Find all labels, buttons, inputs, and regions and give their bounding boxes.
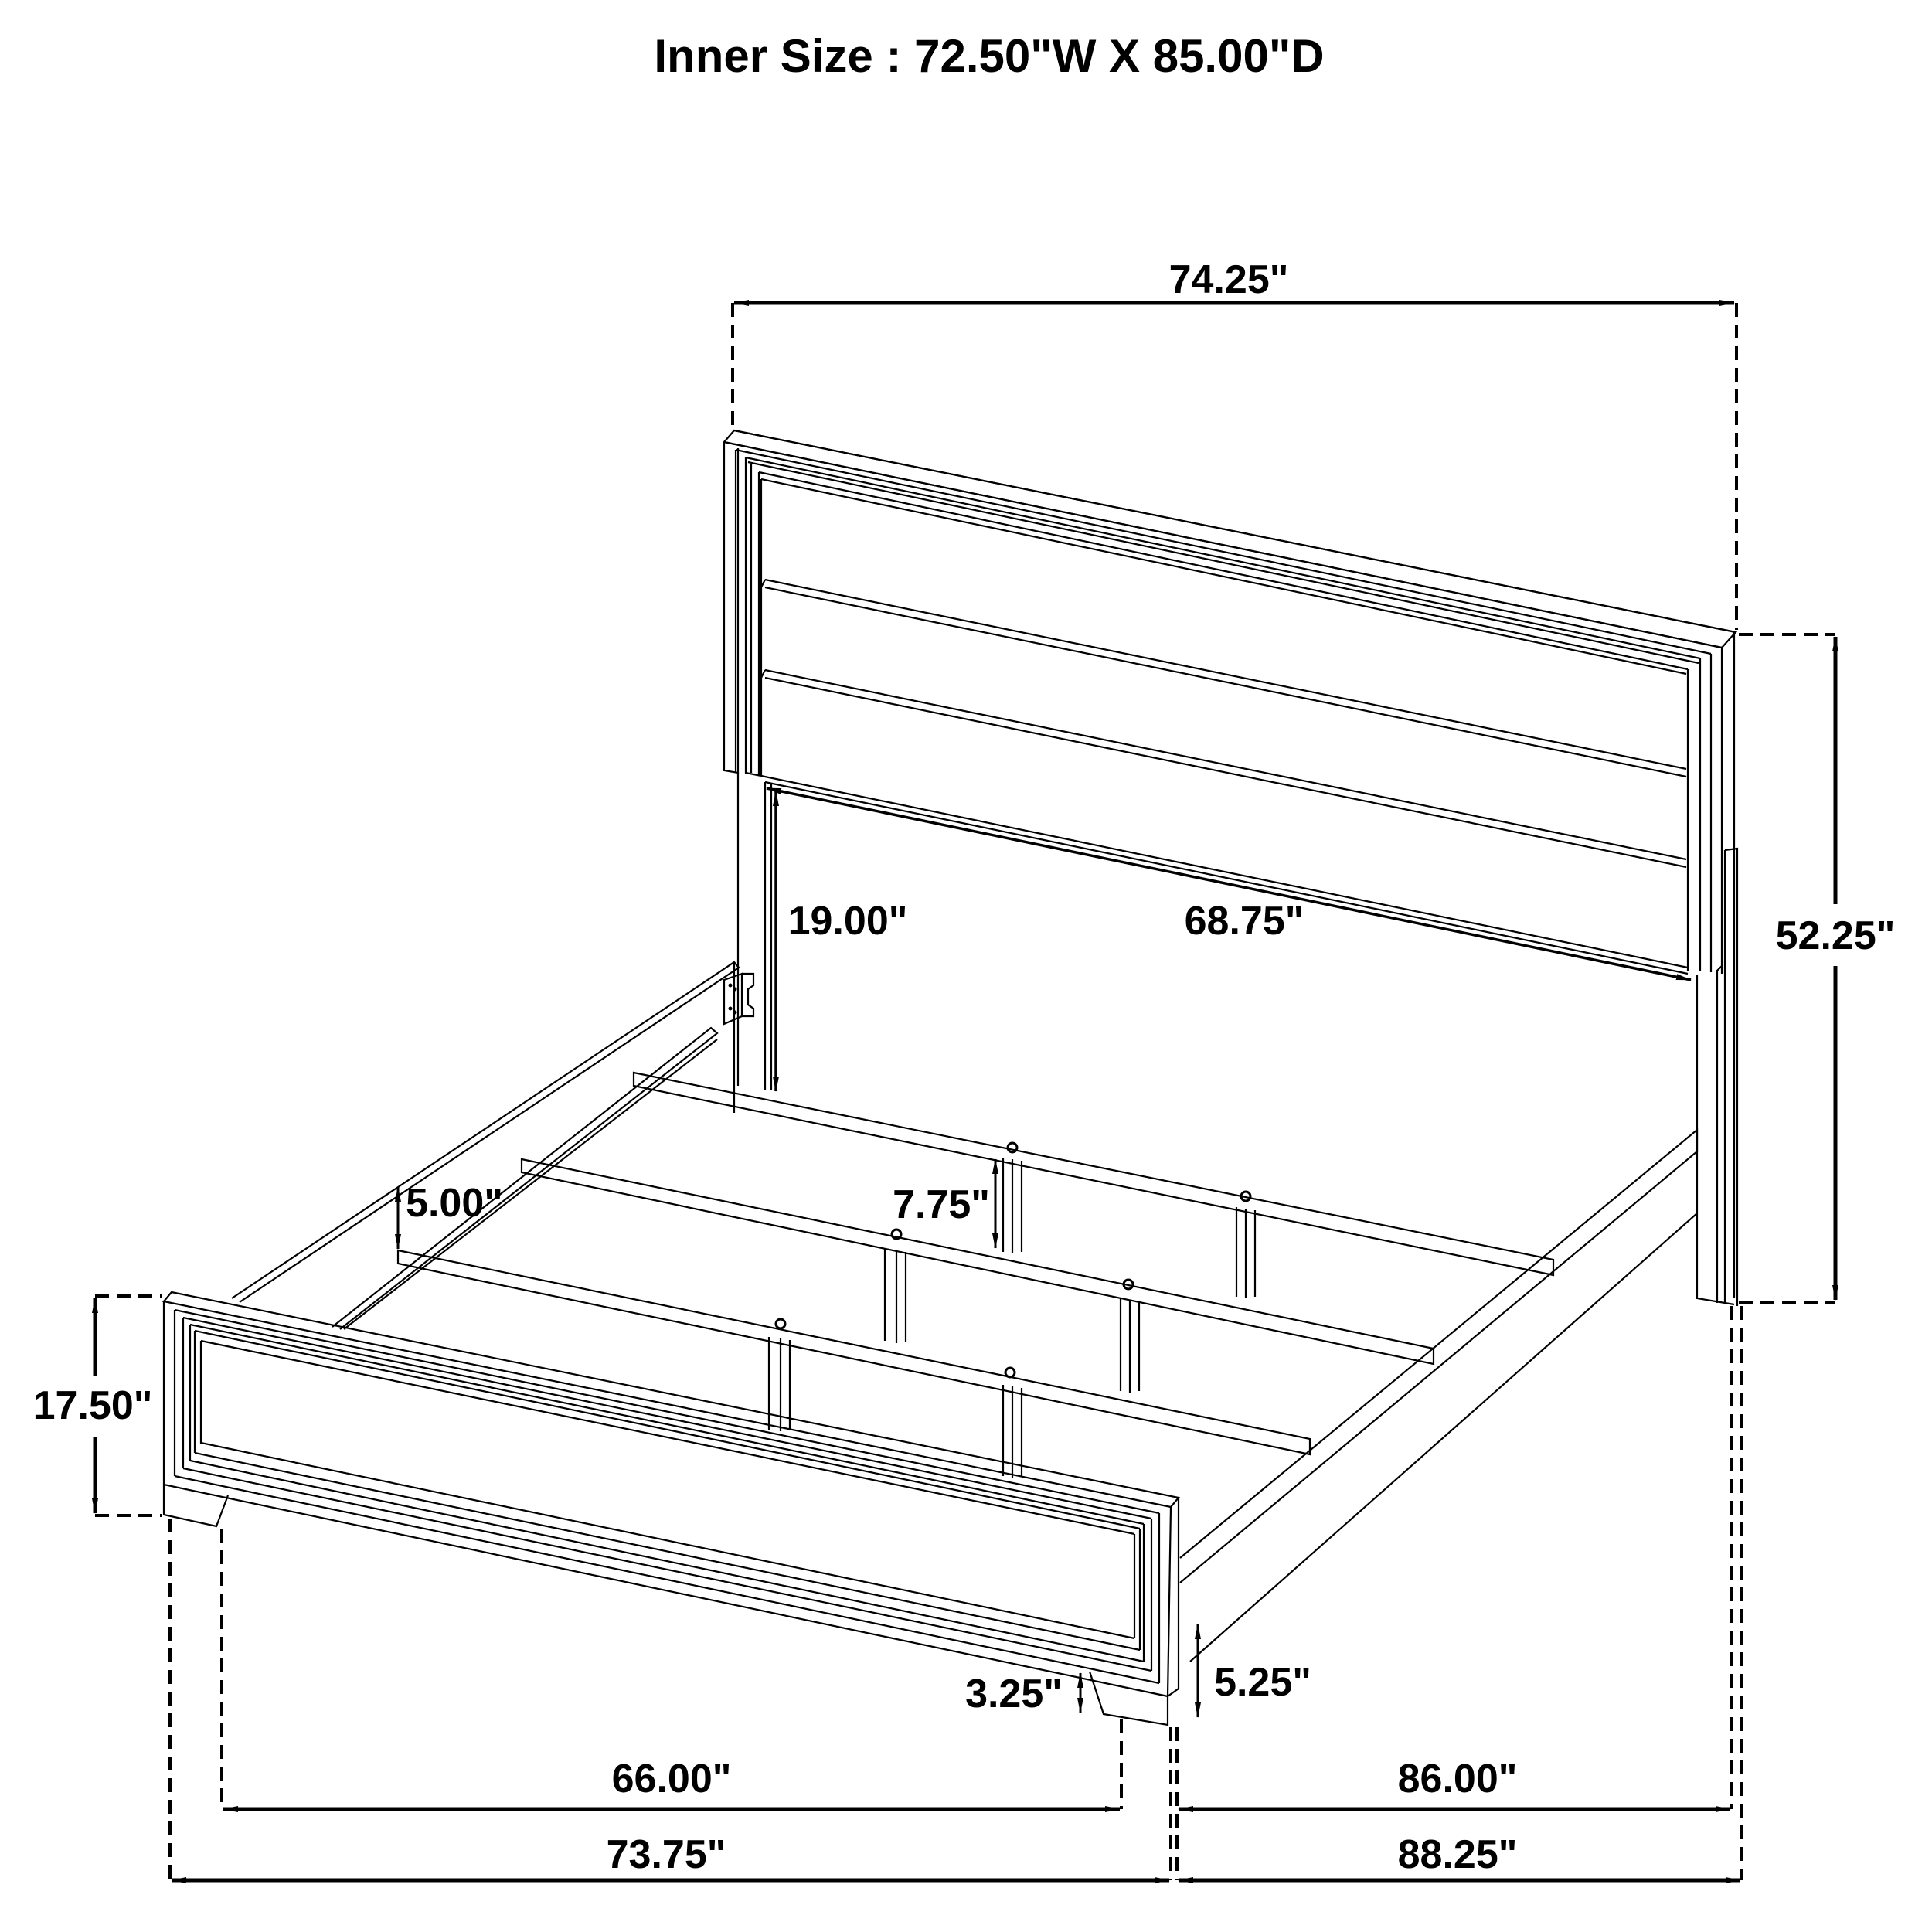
headboard — [724, 430, 1737, 1306]
footboard — [164, 1292, 1179, 1725]
dim-headboard-width: 74.25" — [1168, 257, 1289, 302]
dim-footboard-leg-span: 66.00" — [611, 1757, 732, 1801]
dim-headboard-height: 52.25" — [1775, 913, 1896, 958]
slats — [398, 1073, 1553, 1478]
dim-overall-width: 73.75" — [606, 1832, 726, 1877]
dim-side-rail-clearance: 5.25" — [1214, 1660, 1311, 1705]
dim-footboard-height: 17.50" — [32, 1383, 153, 1428]
dim-footboard-leg-height: 3.25" — [965, 1672, 1063, 1716]
dim-center-support-height: 7.75" — [893, 1182, 990, 1227]
dim-slat-height: 5.00" — [406, 1181, 503, 1226]
dimension-lines — [92, 300, 1838, 1883]
dim-side-rail-length: 86.00" — [1397, 1757, 1518, 1801]
dim-headboard-clearance: 19.00" — [787, 899, 908, 944]
side-rails — [232, 962, 1697, 1662]
inner-size-title: Inner Size : 72.50"W X 85.00"D — [654, 30, 1325, 82]
dim-overall-length: 88.25" — [1397, 1832, 1518, 1877]
dim-headboard-inner-width: 68.75" — [1184, 899, 1304, 944]
